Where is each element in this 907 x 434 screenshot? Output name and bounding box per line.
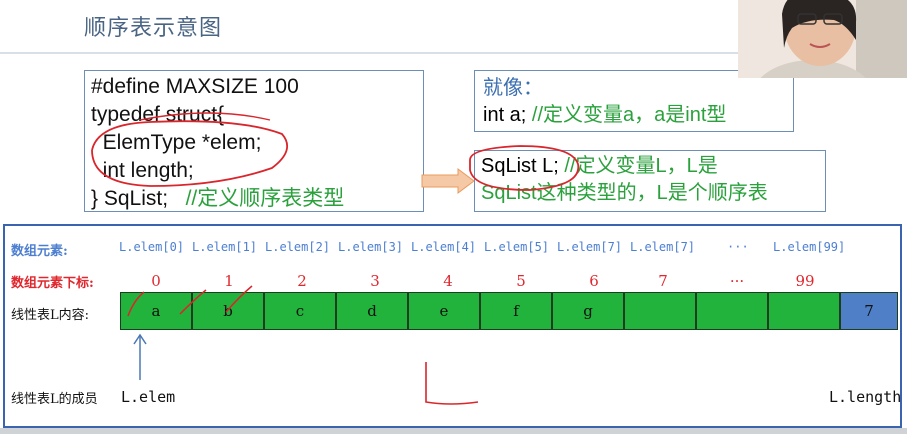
array-diagram-panel: 数组元素: 数组元素下标: 线性表L内容: 线性表L的成员 L.elem[0] … xyxy=(3,224,902,428)
elem-name: L.elem[3] xyxy=(338,240,404,254)
array-cell: c xyxy=(264,292,336,330)
analogy-title: 就像： xyxy=(483,77,543,99)
code-line: #define MAXSIZE 100 xyxy=(91,75,299,98)
code-line-last: } SqList; //定义顺序表类型 xyxy=(91,185,423,213)
arrow-right-icon xyxy=(421,168,475,194)
array-cell: f xyxy=(480,292,552,330)
analogy-code: int a; xyxy=(483,104,527,126)
array-cell: e xyxy=(408,292,480,330)
index-ellipsis: ··· xyxy=(729,272,745,290)
sqlist-comment-2: SqList这种类型的，L是个顺序表 xyxy=(481,182,768,204)
sqlist-code: SqList L; xyxy=(481,155,559,177)
analogy-comment: //定义变量a，a是int型 xyxy=(531,104,727,126)
index-label: 7 xyxy=(658,272,668,290)
index-label: 2 xyxy=(297,272,307,290)
label-contents: 线性表L内容: xyxy=(11,308,90,323)
elem-name: L.elem[7] xyxy=(557,240,623,254)
label-elements: 数组元素: xyxy=(11,244,68,259)
label-members: 线性表L的成员 xyxy=(11,392,98,407)
slide-title: 顺序表示意图 xyxy=(84,16,223,41)
code-comment: //定义顺序表类型 xyxy=(185,187,345,210)
array-cell xyxy=(696,292,768,330)
player-bar xyxy=(0,428,907,434)
array-cell: a xyxy=(120,292,192,330)
array-cell: g xyxy=(552,292,624,330)
index-label: 99 xyxy=(795,272,815,290)
code-line: typedef struct{ xyxy=(91,103,225,126)
index-label: 6 xyxy=(589,272,599,290)
webcam-overlay xyxy=(738,0,907,78)
elem-name: L.elem[99] xyxy=(773,240,846,254)
sqlist-var-box: SqList L; //定义变量L，L是 SqList这种类型的，L是个顺序表 xyxy=(474,150,826,212)
member-elem: L.elem xyxy=(121,388,176,406)
index-label: 4 xyxy=(443,272,453,290)
index-label: 3 xyxy=(370,272,380,290)
slide-top: 顺序表示意图 #define MAXSIZE 100 typedef struc… xyxy=(0,0,907,212)
array-cell: b xyxy=(192,292,264,330)
sqlist-line: SqList L; //定义变量L，L是 xyxy=(481,153,825,180)
analogy-line: int a; //定义变量a，a是int型 xyxy=(483,102,793,129)
title-divider xyxy=(0,52,740,54)
elem-name: L.elem[1] xyxy=(192,240,258,254)
array-cell xyxy=(624,292,696,330)
struct-definition-box: #define MAXSIZE 100 typedef struct{ Elem… xyxy=(84,70,424,212)
arrow-up-icon xyxy=(133,333,147,380)
sqlist-comment: //定义变量L，L是 xyxy=(564,155,718,177)
elem-name: L.elem[7] xyxy=(630,240,696,254)
elem-name: L.elem[4] xyxy=(411,240,477,254)
index-label: 0 xyxy=(151,272,161,290)
index-label: 5 xyxy=(516,272,526,290)
elem-name: L.elem[5] xyxy=(484,240,550,254)
presenter-video-icon xyxy=(738,0,907,78)
index-label: 1 xyxy=(224,272,234,290)
elem-name: L.elem[2] xyxy=(265,240,331,254)
member-length: L.length xyxy=(829,388,902,406)
code-line: ElemType *elem; xyxy=(91,131,262,154)
analogy-box: 就像： int a; //定义变量a，a是int型 xyxy=(474,70,794,132)
elem-name: L.elem[0] xyxy=(119,240,185,254)
code-line: } SqList; xyxy=(91,187,169,210)
array-cell xyxy=(768,292,840,330)
code-line: int length; xyxy=(91,159,194,182)
array-cell: d xyxy=(336,292,408,330)
length-cell: 7 xyxy=(840,292,898,330)
elem-ellipsis: ··· xyxy=(727,240,749,254)
label-indices: 数组元素下标: xyxy=(11,276,94,291)
